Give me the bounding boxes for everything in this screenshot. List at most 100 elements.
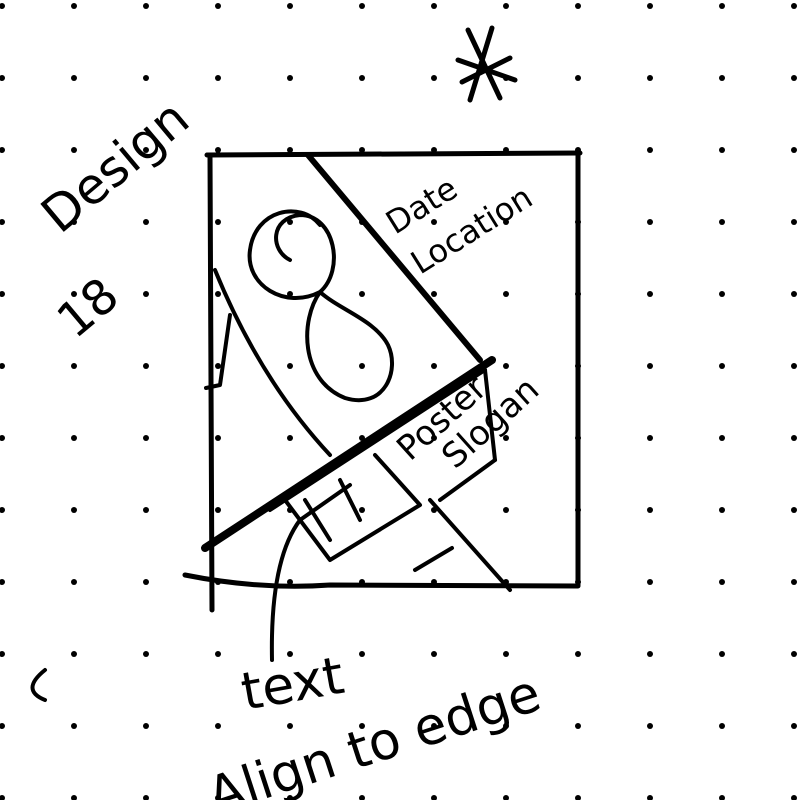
grid-dot <box>791 579 797 585</box>
grid-dot <box>143 75 149 81</box>
grid-dot <box>647 363 653 369</box>
grid-dot <box>431 3 437 9</box>
design-number: 18 <box>47 267 130 349</box>
grid-dot <box>143 507 149 513</box>
grid-dot <box>647 795 653 800</box>
grid-dot <box>791 75 797 81</box>
grid-dot <box>791 219 797 225</box>
grid-dot <box>719 219 725 225</box>
grid-dot <box>503 219 509 225</box>
grid-dot <box>359 363 365 369</box>
grid-dot <box>647 723 653 729</box>
grid-dot <box>215 75 221 81</box>
grid-dot <box>647 291 653 297</box>
grid-dot <box>431 723 437 729</box>
grid-dot <box>719 75 725 81</box>
grid-dot <box>647 507 653 513</box>
grid-dot <box>0 3 5 9</box>
grid-dot <box>719 147 725 153</box>
grid-dot <box>287 75 293 81</box>
grid-dot <box>791 435 797 441</box>
grid-dot <box>71 795 77 800</box>
grid-dot <box>575 651 581 657</box>
grid-dot <box>287 579 293 585</box>
grid-dot <box>791 147 797 153</box>
grid-dot <box>791 3 797 9</box>
grid-dot <box>791 723 797 729</box>
grid-dot <box>215 147 221 153</box>
grid-dot <box>719 579 725 585</box>
grid-dot <box>143 579 149 585</box>
grid-dot <box>143 219 149 225</box>
grid-dot <box>0 75 5 81</box>
grid-dot <box>431 435 437 441</box>
grid-dot <box>143 795 149 800</box>
grid-dot <box>719 3 725 9</box>
grid-dot <box>719 291 725 297</box>
grid-dot <box>287 651 293 657</box>
asterisk-star-icon <box>455 25 518 103</box>
grid-dot <box>215 507 221 513</box>
grid-dot <box>287 219 293 225</box>
grid-dot <box>647 435 653 441</box>
grid-dot <box>359 147 365 153</box>
grid-dot <box>791 795 797 800</box>
grid-dot <box>287 363 293 369</box>
grid-dot <box>71 75 77 81</box>
grid-dot <box>0 723 5 729</box>
grid-dot <box>719 435 725 441</box>
grid-dot <box>215 435 221 441</box>
partial-stroke <box>30 668 47 702</box>
grid-dot <box>359 291 365 297</box>
grid-dot <box>575 75 581 81</box>
grid-dot <box>0 795 5 800</box>
grid-dot <box>0 291 5 297</box>
grid-dot <box>719 507 725 513</box>
grid-dot <box>359 3 365 9</box>
design-label: Design <box>30 89 200 244</box>
grid-dot <box>71 651 77 657</box>
grid-dot <box>71 579 77 585</box>
grid-dot <box>503 795 509 800</box>
grid-dot <box>287 723 293 729</box>
grid-dot <box>0 507 5 513</box>
grid-dot <box>719 723 725 729</box>
grid-dot <box>647 3 653 9</box>
grid-dot <box>647 75 653 81</box>
diagonal-guide-lines <box>201 152 512 592</box>
grid-dot <box>287 795 293 800</box>
grid-dot <box>575 723 581 729</box>
grid-dot <box>359 507 365 513</box>
grid-dot <box>575 795 581 800</box>
grid-dot <box>143 3 149 9</box>
grid-dot <box>143 651 149 657</box>
grid-dot <box>431 651 437 657</box>
grid-dot <box>647 579 653 585</box>
grid-dot <box>71 291 77 297</box>
grid-dot <box>431 795 437 800</box>
grid-dot <box>143 723 149 729</box>
grid-dot <box>215 219 221 225</box>
grid-dot <box>791 363 797 369</box>
grid-dot <box>215 795 221 800</box>
dot-grid <box>0 3 797 800</box>
grid-dot <box>719 363 725 369</box>
grid-dot <box>287 435 293 441</box>
grid-dot <box>0 147 5 153</box>
grid-dot <box>431 363 437 369</box>
grid-dot <box>719 651 725 657</box>
grid-dot <box>71 147 77 153</box>
grid-dot <box>503 723 509 729</box>
grid-dot <box>359 723 365 729</box>
grid-dot <box>287 3 293 9</box>
grid-dot <box>503 3 509 9</box>
grid-dot <box>71 723 77 729</box>
slogan-band <box>268 368 497 562</box>
grid-dot <box>431 219 437 225</box>
grid-dot <box>0 435 5 441</box>
grid-dot <box>431 75 437 81</box>
grid-dot <box>503 651 509 657</box>
grid-dot <box>143 363 149 369</box>
grid-dot <box>143 291 149 297</box>
